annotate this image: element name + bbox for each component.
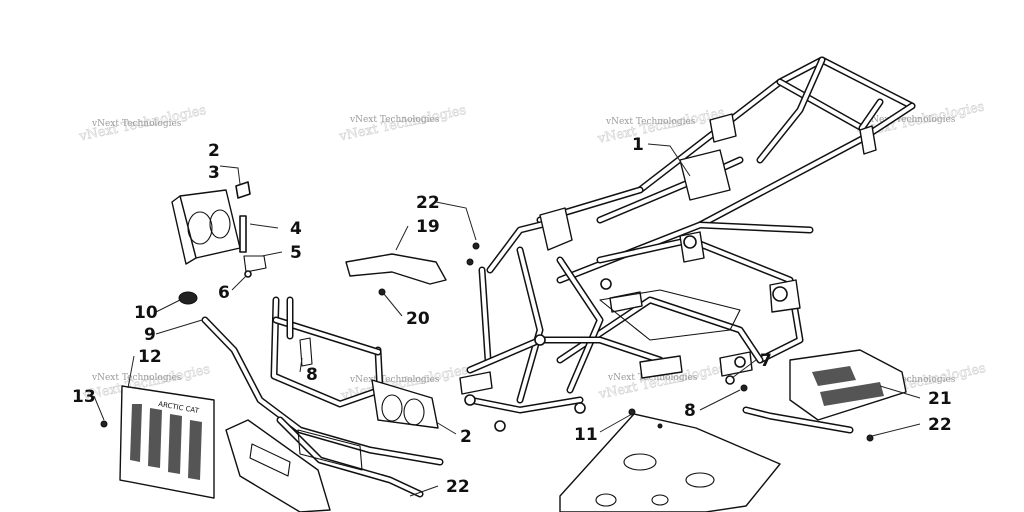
- watermark: vNext Technologies: [605, 117, 696, 127]
- callout-9: 9: [144, 325, 156, 345]
- watermark: vNext Technologies: [349, 375, 440, 385]
- callout-1: 1: [632, 135, 644, 155]
- main-frame: [459, 56, 916, 432]
- front-bracket: [345, 242, 480, 296]
- callout-13: 13: [72, 387, 96, 407]
- callout-2: 2: [460, 427, 472, 447]
- headlight-assembly: [171, 181, 267, 278]
- front-bumper: [178, 291, 444, 498]
- callout-8: 8: [306, 365, 318, 385]
- front-skid-guard: [225, 419, 331, 512]
- callout-4: 4: [290, 219, 302, 239]
- callout-12: 12: [138, 347, 162, 367]
- callout-2: 2: [208, 141, 220, 161]
- front-grille: ARCTIC CAT: [100, 385, 215, 499]
- watermark: vNext Technologies: [865, 375, 956, 385]
- callout-10: 10: [134, 303, 158, 323]
- callout-11: 11: [574, 425, 598, 445]
- callout-20: 20: [406, 309, 430, 329]
- callout-5: 5: [290, 243, 302, 263]
- callout-19: 19: [416, 217, 440, 237]
- callout-22: 22: [446, 477, 470, 497]
- callout-21: 21: [928, 389, 952, 409]
- footrest-right: [725, 349, 907, 442]
- callout-7: 7: [760, 351, 772, 371]
- callout-3: 3: [208, 163, 220, 183]
- watermark: vNext Technologies: [91, 373, 182, 383]
- watermark: vNext Technologies: [865, 115, 956, 125]
- watermark: vNext Technologies: [91, 119, 182, 129]
- watermark: vNext Technologies: [349, 115, 440, 125]
- callout-6: 6: [218, 283, 230, 303]
- callout-labels: 1 2 3 4 5 6 7 8 8 9 10 11 12 13 19 20 21…: [72, 135, 952, 497]
- callout-22: 22: [928, 415, 952, 435]
- skid-plate: [559, 408, 781, 512]
- callout-8: 8: [684, 401, 696, 421]
- watermark: vNext Technologies: [607, 373, 698, 383]
- leader-lines: [93, 143, 921, 497]
- headlight-right: [371, 379, 439, 429]
- callout-22: 22: [416, 193, 440, 213]
